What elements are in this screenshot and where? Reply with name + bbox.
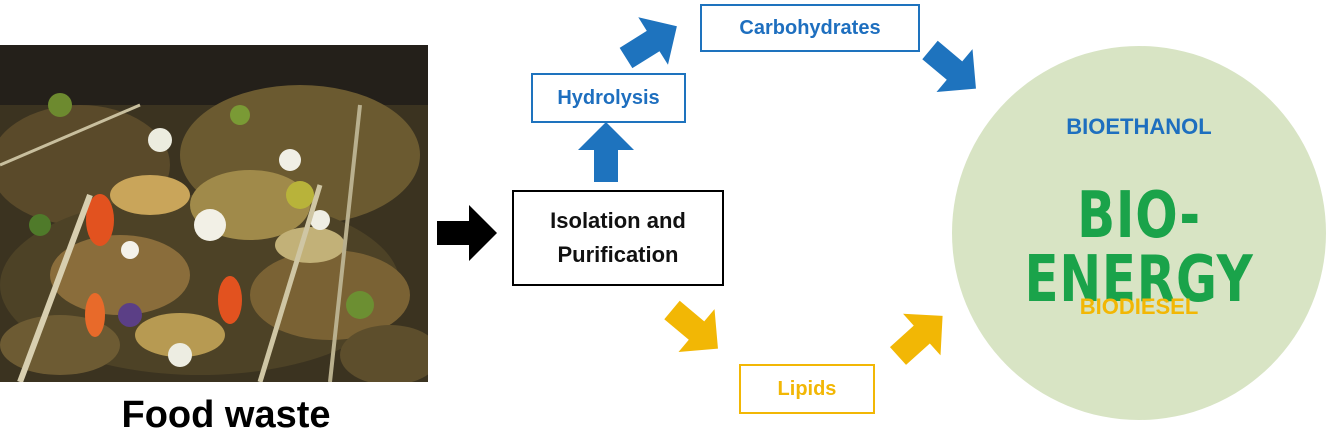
- bio-energy-circle: [952, 46, 1326, 420]
- yellow-diagonal-arrow-icon: [889, 313, 943, 365]
- blue-up-arrow-icon: [578, 122, 634, 182]
- bio-energy-title: BIO-ENERGY: [1024, 179, 1254, 317]
- biodiesel-label: BIODIESEL: [1079, 294, 1199, 319]
- food-waste-photo: [0, 45, 428, 382]
- blue-diagonal-arrow-icon: [922, 40, 976, 93]
- yellow-diagonal-arrow-icon: [664, 300, 718, 353]
- carbohydrates-box: Carbohydrates: [700, 4, 920, 52]
- hydrolysis-box: Hydrolysis: [531, 73, 686, 123]
- isolation-purification-box: Isolation and Purification: [512, 190, 724, 286]
- food-waste-image: [0, 45, 428, 382]
- black-right-arrow-icon: [437, 205, 497, 261]
- bioethanol-label: BIOETHANOL: [1066, 114, 1212, 139]
- lipids-box: Lipids: [739, 364, 875, 414]
- food-waste-caption: Food waste: [121, 394, 331, 436]
- blue-diagonal-arrow-icon: [619, 17, 677, 69]
